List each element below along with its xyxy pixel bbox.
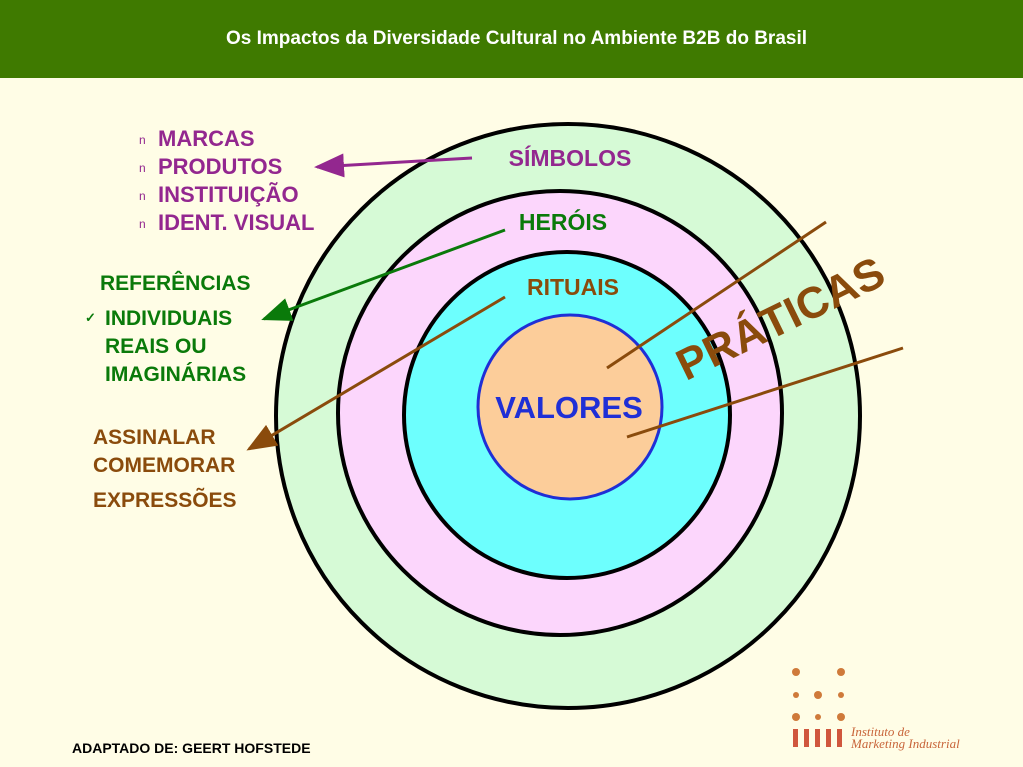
heroes-arrow [261, 228, 506, 321]
logo-line-1: Instituto de [851, 724, 910, 739]
label-valores: VALORES [495, 390, 643, 425]
heroes-line: IMAGINÁRIAS [105, 363, 247, 386]
bullet-icon: n [139, 133, 146, 147]
label-herois: HERÓIS [519, 208, 607, 235]
slide-title-bar: Os Impactos da Diversidade Cultural no A… [0, 0, 1023, 78]
symbol-item: PRODUTOS [158, 154, 283, 179]
symbol-item: IDENT. VISUAL [158, 210, 315, 235]
bullet-icon: n [139, 161, 146, 175]
check-icon: ✓ [85, 310, 96, 325]
logo-dots [792, 668, 845, 721]
heroes-title: REFERÊNCIAS [100, 272, 251, 295]
label-simbolos: SÍMBOLOS [509, 144, 632, 171]
symbol-item: MARCAS [158, 126, 255, 151]
slide-title: Os Impactos da Diversidade Cultural no A… [225, 28, 808, 49]
symbols-arrow [314, 153, 473, 178]
bullet-icon: n [139, 217, 146, 231]
source-credit: ADAPTADO DE: GEERT HOFSTEDE [72, 740, 311, 756]
label-rituais: RITUAIS [527, 274, 619, 300]
rituals-line: COMEMORAR [93, 454, 236, 477]
practices-line-1 [606, 220, 827, 370]
rituals-line: EXPRESSÕES [93, 489, 237, 512]
rituals-line: ASSINALAR [93, 426, 216, 449]
logo-text: Instituto de Marketing Industrial [851, 724, 960, 751]
heroes-line: REAIS OU [105, 335, 207, 358]
heroes-line: INDIVIDUAIS [105, 307, 233, 330]
bullet-icon: n [139, 189, 146, 203]
rituals-arrow [246, 295, 506, 451]
logo-bars [793, 729, 842, 747]
practices-line-2 [626, 346, 904, 439]
logo-line-2: Marketing Industrial [851, 736, 960, 751]
symbol-item: INSTITUIÇÃO [158, 182, 299, 207]
